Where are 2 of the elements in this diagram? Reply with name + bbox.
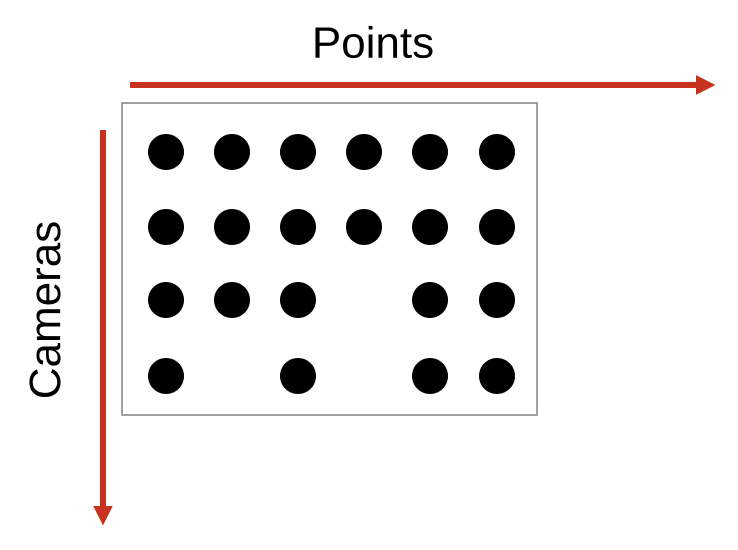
axis-label: Points [315,26,433,58]
axis-label: Cameras [29,222,61,398]
